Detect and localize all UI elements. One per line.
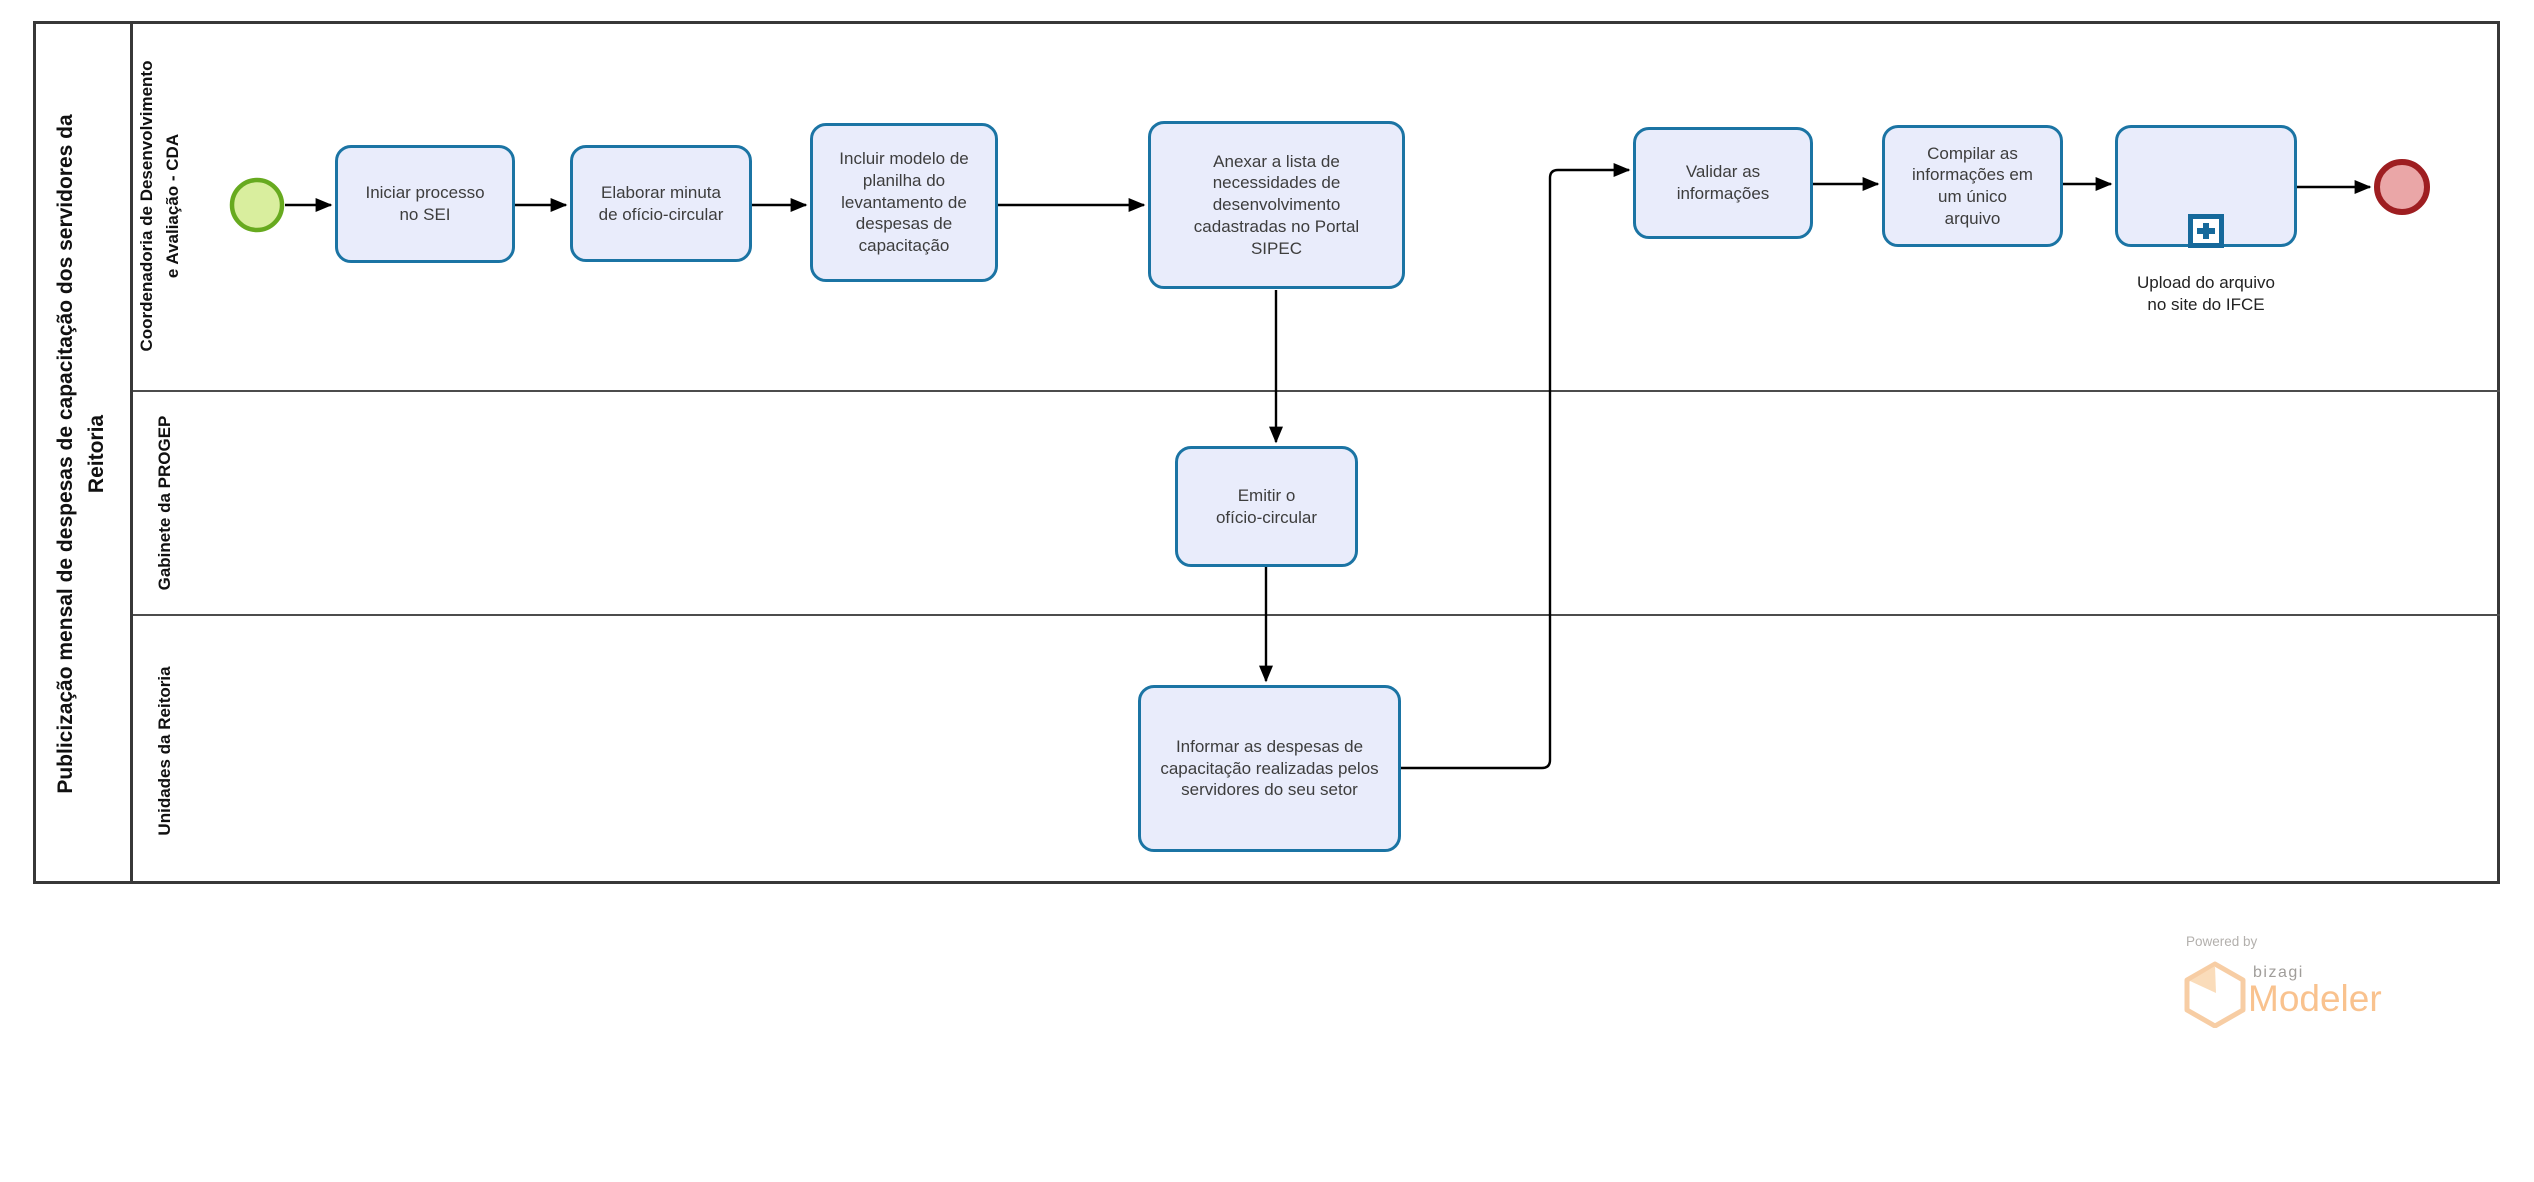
task-iniciar-processo-no-sei[interactable]: Iniciar processo no SEI xyxy=(335,145,515,263)
task-compilar-informacoes[interactable]: Compilar as informações em um único arqu… xyxy=(1882,125,2063,247)
task-label: Compilar as informações em um único arqu… xyxy=(1912,143,2033,228)
task-validar-informacoes[interactable]: Validar as informações xyxy=(1633,127,1813,239)
bizagi-wordmark: bizagi xyxy=(2253,964,2304,981)
pool-title-divider xyxy=(130,21,133,884)
task-incluir-modelo-planilha[interactable]: Incluir modelo de planilha do levantamen… xyxy=(810,123,998,282)
task-informar-despesas[interactable]: Informar as despesas de capacitação real… xyxy=(1138,685,1401,852)
pool-title: Publicização mensal de despesas de capac… xyxy=(53,114,109,794)
powered-by-text: Powered by xyxy=(2186,934,2258,949)
bizagi-logo-icon xyxy=(2184,961,2246,1028)
plus-icon xyxy=(2197,223,2215,239)
subprocess-expand-box[interactable] xyxy=(2188,214,2224,248)
task-label: Iniciar processo no SEI xyxy=(365,183,485,224)
lane-label-cda: Coordenadoria de Desenvolvimento e Avali… xyxy=(136,60,182,352)
subprocess-label: Upload do arquivo no site do IFCE xyxy=(2137,273,2275,315)
pool-border xyxy=(33,21,2500,884)
lane-divider xyxy=(133,390,2500,392)
task-label: Emitir o ofício-circular xyxy=(1215,485,1318,527)
task-anexar-lista-necessidades[interactable]: Anexar a lista de necessidades de desenv… xyxy=(1148,121,1405,289)
lane-label-unidades-reitoria: Unidades da Reitoria xyxy=(154,666,174,836)
task-emitir-oficio-circular[interactable]: Emitir o ofício-circular xyxy=(1175,446,1358,567)
task-label: Elaborar minuta de ofício-circular xyxy=(598,182,724,224)
task-label: Incluir modelo de planilha do levantamen… xyxy=(839,149,969,256)
lane-divider xyxy=(133,614,2500,616)
task-label: Validar as informações xyxy=(1676,162,1770,203)
task-label: Informar as despesas de capacitação real… xyxy=(1160,736,1379,800)
task-label: Anexar a lista de necessidades de desenv… xyxy=(1193,151,1360,258)
modeler-wordmark: Modeler xyxy=(2248,978,2382,1019)
subprocess-upload-arquivo[interactable] xyxy=(2115,125,2297,248)
task-elaborar-minuta[interactable]: Elaborar minuta de ofício-circular xyxy=(570,145,752,262)
